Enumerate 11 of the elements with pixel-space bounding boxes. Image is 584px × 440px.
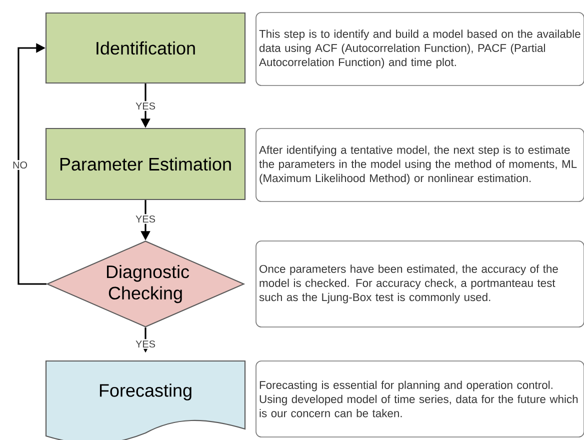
description-box: After identifying a tentative model, the next step is to estimate the parameters in the model using the method of moments, ML (Maximum Likelihood Method) or nonlinear estimation. [256,128,584,202]
document-box: Forecasting [45,360,246,440]
description-box: Forecasting is essential for planning and operation control. Using developed model of time series, data for the future which is our concern can be taken. [256,360,584,438]
edge-label: YES [134,214,157,224]
edge-label: YES [134,101,157,111]
process-box: Identification [45,12,246,84]
process-box: Parameter Estimation [45,128,246,200]
description-box: This step is to identify and build a model based on the available data using ACF (Autocorrelation Function), PACF (Partial Autocorrelation Function) and time plot. [256,12,584,86]
arrow [18,43,46,285]
description-box: Once parameters have been estimated, the accuracy of the model is checked. For accuracy check, a portmanteau test such as the Ljung-Box test is commonly used. [256,240,584,328]
edge-label: NO [11,160,29,170]
